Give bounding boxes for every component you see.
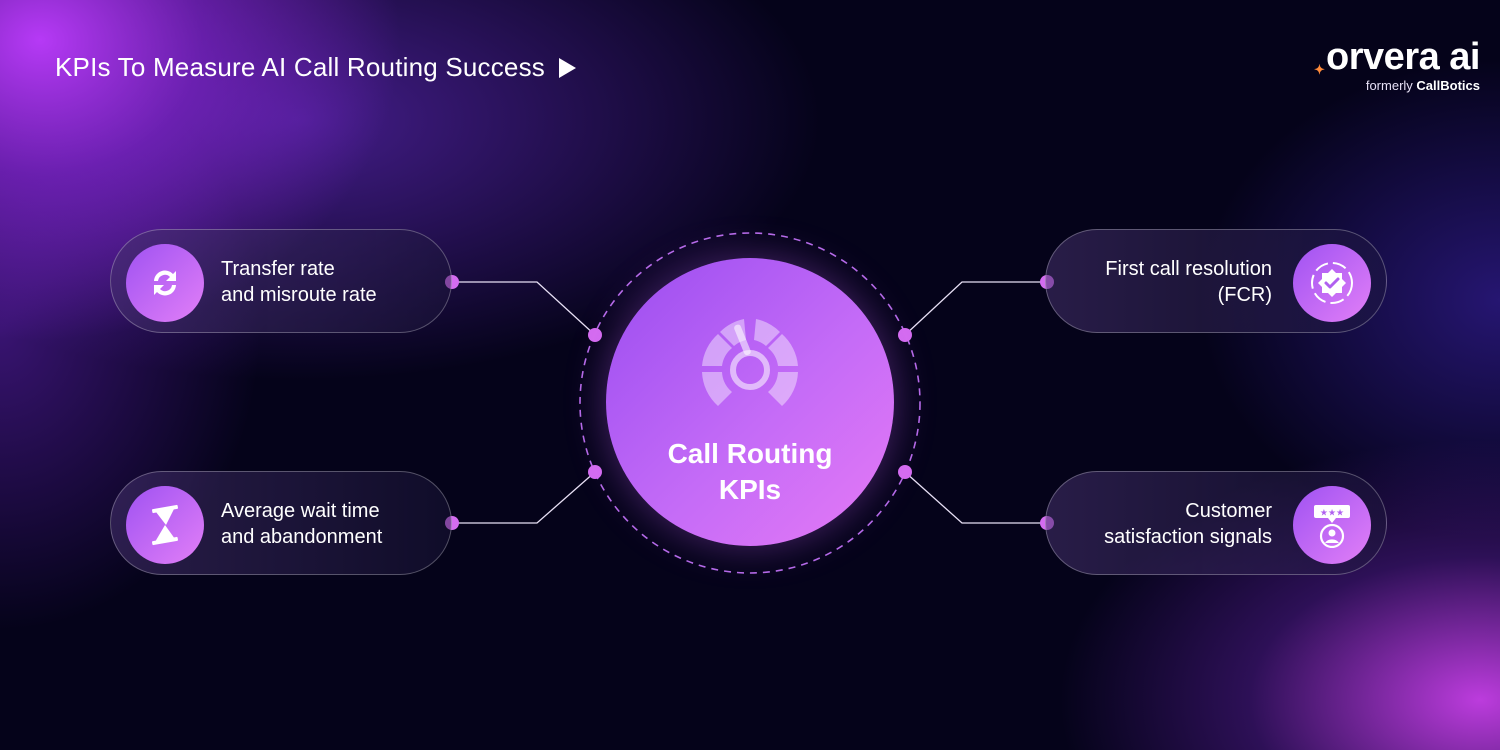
- kpi-icon-circle: [126, 244, 204, 322]
- dashed-orbit: [579, 232, 921, 574]
- hub-label-line1: Call Routing: [667, 438, 833, 469]
- kpi-label-line2: (FCR): [1217, 284, 1272, 306]
- kpi-icon-circle: ★★★: [1293, 486, 1371, 564]
- kpi-label-line1: Transfer rate: [221, 258, 335, 280]
- logo-wordmark: ✦ orvera ai: [1314, 36, 1480, 78]
- connector-line-transfer: [452, 281, 596, 336]
- kpi-label-line2: and misroute rate: [221, 284, 377, 306]
- customer-rating-icon: ★★★: [1314, 505, 1350, 548]
- gauge-icon: [702, 319, 798, 406]
- hourglass-icon: [152, 504, 178, 546]
- play-icon[interactable]: [559, 57, 576, 78]
- logo-tagline-prefix: formerly: [1365, 78, 1413, 93]
- kpi-label: Transfer rate and misroute rate: [221, 256, 377, 308]
- verified-badge-icon: [1311, 262, 1353, 304]
- kpi-label-line2: and abandonment: [221, 526, 383, 548]
- kpi-label: Average wait time and abandonment: [221, 498, 382, 550]
- connector-node: [898, 465, 912, 479]
- hub-label: Call Routing KPIs: [606, 436, 894, 508]
- kpi-label-line1: Customer: [1185, 500, 1272, 522]
- kpi-label: First call resolution (FCR): [1105, 256, 1272, 308]
- connector-node: [588, 328, 602, 342]
- page-title: KPIs To Measure AI Call Routing Success: [55, 52, 576, 83]
- logo-wordmark-text: orvera ai: [1326, 36, 1480, 78]
- connector-line-fcr: [904, 281, 1047, 336]
- connector-node: [898, 328, 912, 342]
- kpi-card-customer-satisfaction: ★★★ Customer satisfaction signals: [1045, 471, 1387, 575]
- logo-tagline: formerly CallBotics: [1314, 78, 1480, 93]
- kpi-card-transfer-rate: Transfer rate and misroute rate: [110, 229, 452, 333]
- star-icon: ✦: [1314, 62, 1325, 77]
- kpi-label: Customer satisfaction signals: [1104, 498, 1272, 550]
- svg-text:★★★: ★★★: [1320, 509, 1344, 519]
- connector-node: [588, 465, 602, 479]
- brand-logo: ✦ orvera ai formerly CallBotics: [1314, 38, 1480, 93]
- hub-label-line2: KPIs: [718, 474, 782, 505]
- logo-tagline-brand: CallBotics: [1416, 78, 1480, 93]
- kpi-card-average-wait-time: Average wait time and abandonment: [110, 471, 452, 575]
- kpi-card-first-call-resolution: First call resolution (FCR): [1045, 229, 1387, 333]
- hub-circle: Call Routing KPIs: [606, 258, 894, 546]
- kpi-label-line1: First call resolution: [1105, 258, 1272, 280]
- kpi-label-line1: Average wait time: [221, 500, 380, 522]
- kpi-icon-circle: [1293, 244, 1371, 322]
- kpi-label-line2: satisfaction signals: [1104, 526, 1272, 548]
- connector-line-wait: [452, 471, 596, 524]
- kpi-icon-circle: [126, 486, 204, 564]
- page-title-text: KPIs To Measure AI Call Routing Success: [55, 52, 545, 82]
- refresh-icon: [154, 270, 176, 296]
- connector-line-csat: [904, 471, 1047, 524]
